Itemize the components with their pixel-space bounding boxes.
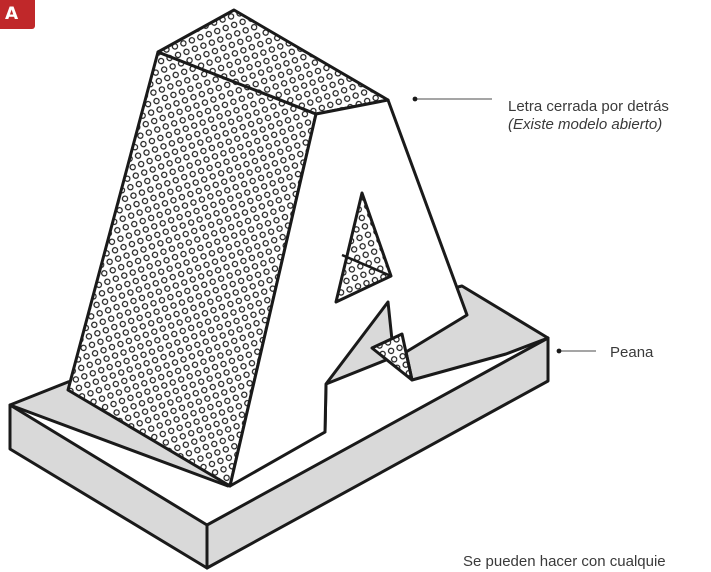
letter-badge: A <box>0 0 35 29</box>
label-base: Peana <box>610 344 654 361</box>
letter-notch-side <box>370 332 414 382</box>
badge-letter: A <box>5 4 19 24</box>
label-closed-back: Letra cerrada por detrás <box>508 98 669 115</box>
footnote-text: Se pueden hacer con cualquie <box>463 553 666 570</box>
letter-inner-hole <box>334 191 393 304</box>
base-right-face <box>205 336 550 570</box>
label-open-model: (Existe modelo abierto) <box>508 116 663 133</box>
